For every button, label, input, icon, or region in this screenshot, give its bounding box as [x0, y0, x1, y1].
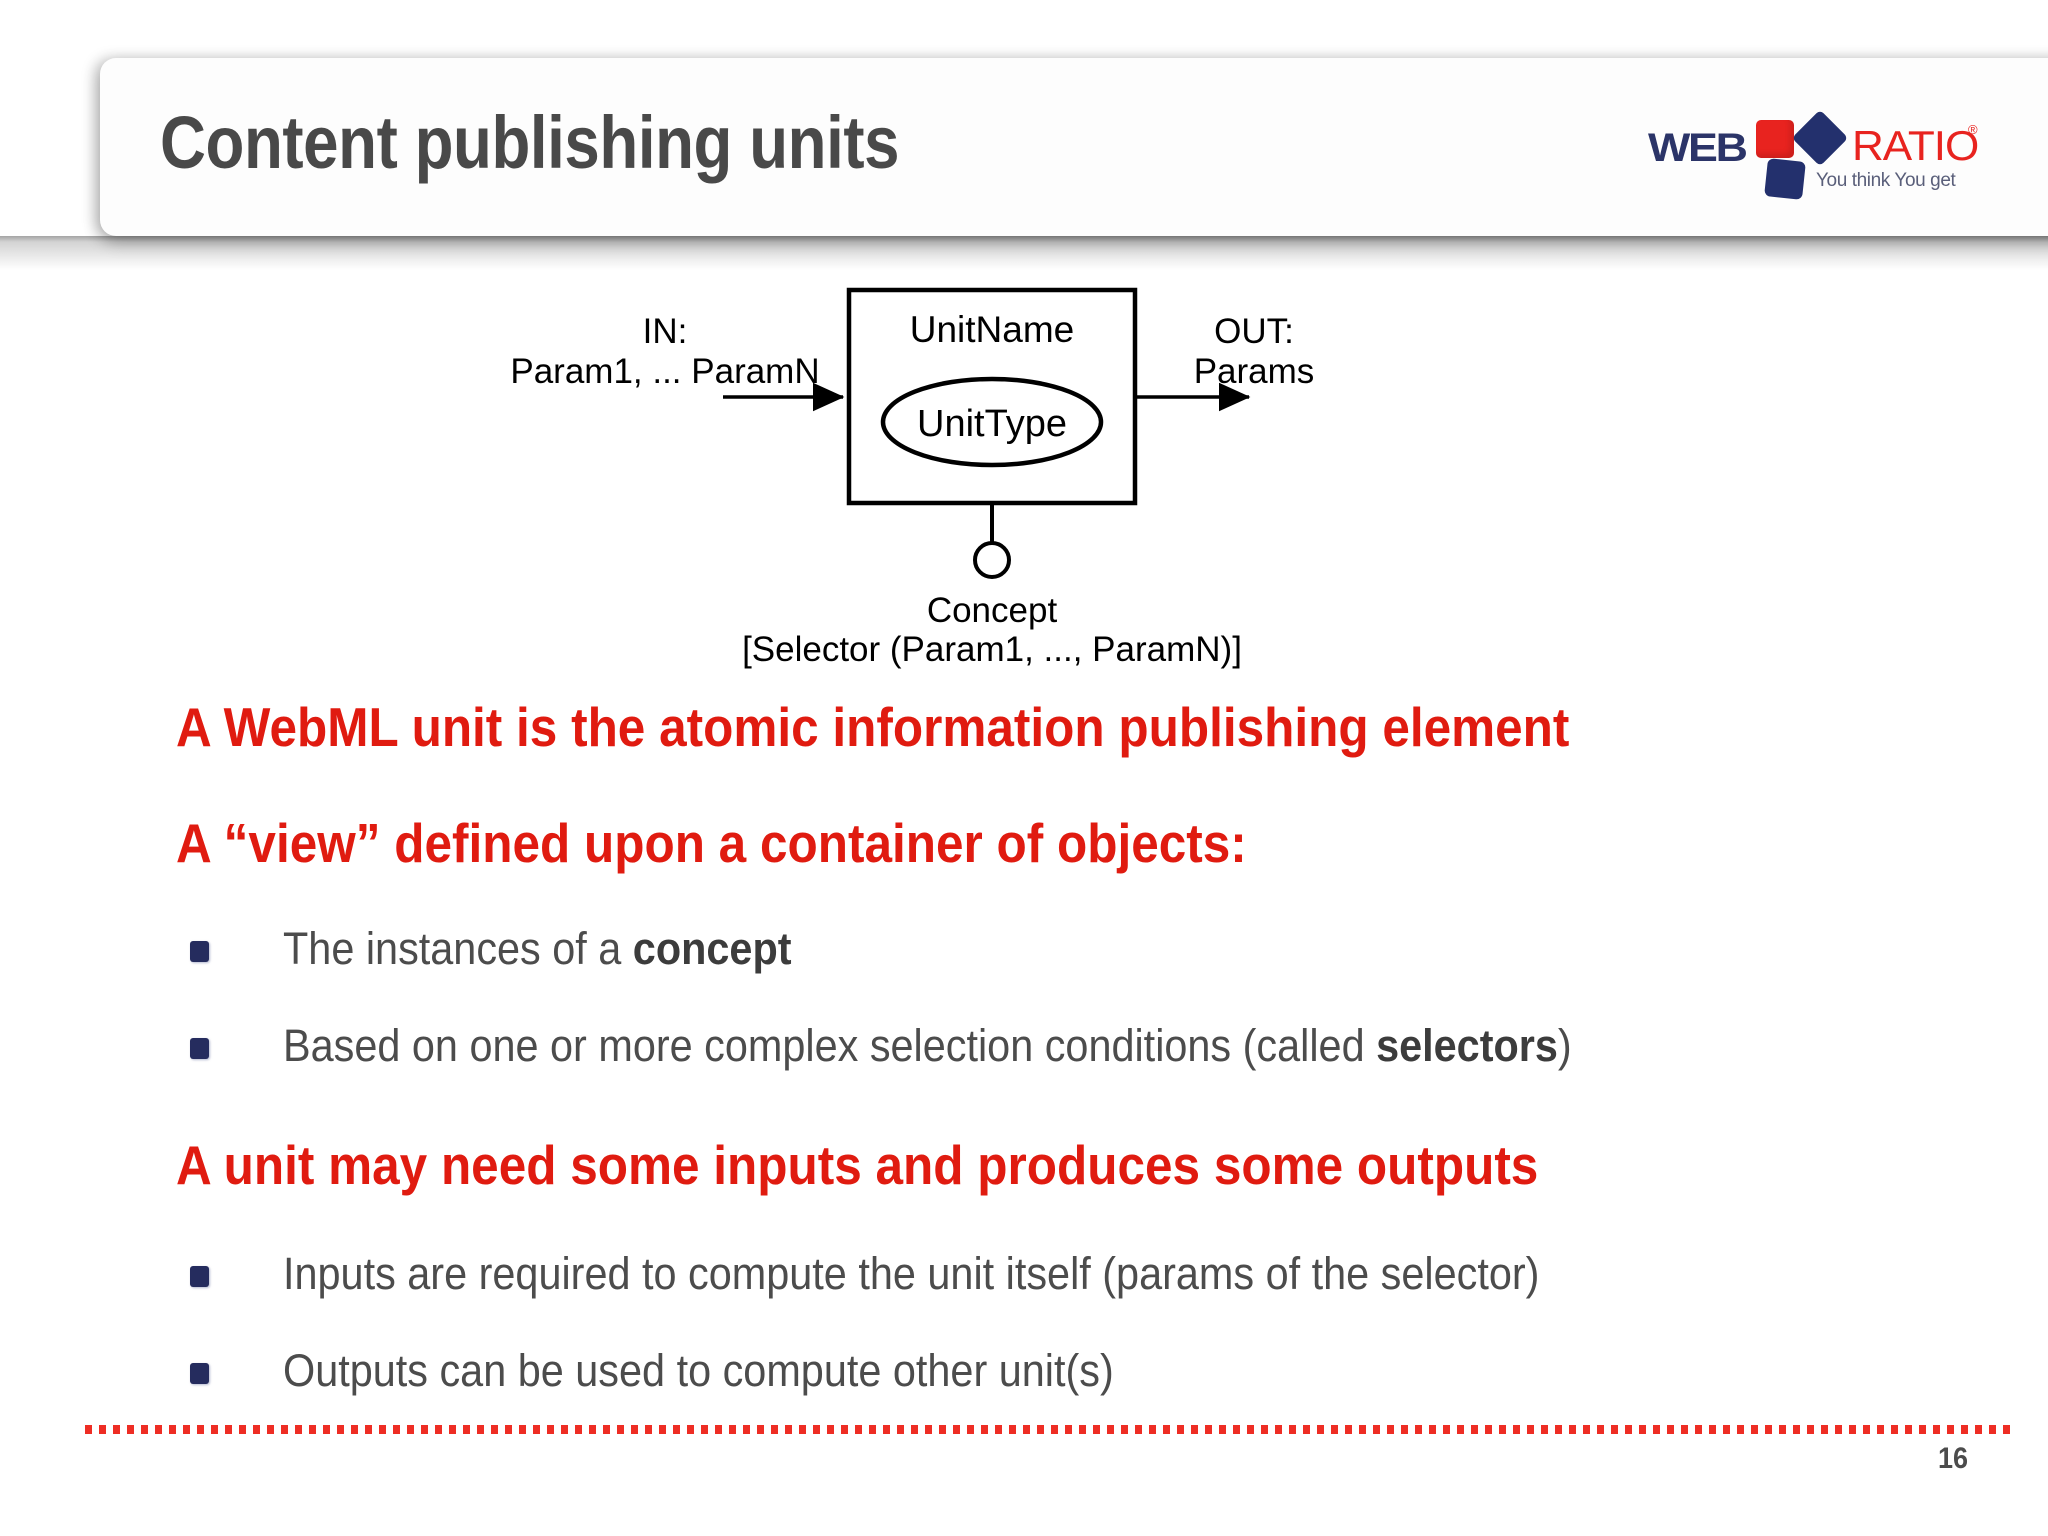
bullet-square-icon [190, 1038, 209, 1059]
logo-navy-square-icon [1764, 158, 1806, 200]
diagram-out-label-line1: OUT: [1214, 312, 1294, 351]
body-heading-3: A unit may need some inputs and produces… [176, 1134, 1539, 1196]
bullet-square-icon [190, 941, 209, 962]
page-title: Content publishing units [160, 101, 900, 184]
diagram-in-label-line1: IN: [643, 312, 688, 351]
logo-red-square-icon [1756, 120, 1794, 158]
logo-navy-diamond-icon [1791, 109, 1849, 167]
diagram-selector-label: [Selector (Param1, ..., ParamN)] [742, 630, 1242, 669]
bullet-square-icon [190, 1266, 209, 1287]
bullet-square-icon [190, 1363, 209, 1384]
slide-header-bar [100, 58, 2048, 236]
header-drop-shadow [0, 236, 2048, 272]
bullet-text-1: The instances of a concept [283, 923, 792, 974]
diagram-concept-label: Concept [927, 591, 1058, 630]
diagram-concept-circle [973, 541, 1011, 579]
list-item: Based on one or more complex selection c… [190, 1020, 1684, 1071]
diagram-out-label-line2: Params [1194, 352, 1315, 391]
list-item: The instances of a concept [190, 923, 836, 974]
logo-word-web: WEB [1648, 126, 1748, 170]
webratio-logo: WEB RATIO ® You think You get [1648, 108, 1988, 204]
list-item: Outputs can be used to compute other uni… [190, 1345, 1186, 1396]
diagram-unit-type: UnitType [917, 403, 1067, 445]
webml-unit-diagram: IN: Param1, ... ParamN UnitName UnitType… [510, 287, 1315, 669]
logo-tagline: You think You get [1816, 170, 1956, 191]
footer-dashed-divider [85, 1425, 2017, 1434]
page-number: 16 [1938, 1442, 1969, 1475]
logo-word-ratio: RATIO [1852, 122, 1979, 169]
diagram-unit-name: UnitName [910, 309, 1075, 350]
body-heading-1: A WebML unit is the atomic information p… [176, 696, 1570, 758]
body-heading-2: A “view” defined upon a container of obj… [176, 812, 1247, 874]
list-item: Inputs are required to compute the unit … [190, 1248, 1649, 1299]
bullet-text-2: Based on one or more complex selection c… [283, 1020, 1572, 1071]
diagram-unit-type-ellipse [880, 376, 1104, 468]
diagram-in-label-line2: Param1, ... ParamN [510, 352, 819, 391]
logo-registered-mark: ® [1968, 122, 1978, 137]
bullet-text-4: Outputs can be used to compute other uni… [283, 1345, 1114, 1396]
bullet-text-3: Inputs are required to compute the unit … [283, 1248, 1540, 1299]
